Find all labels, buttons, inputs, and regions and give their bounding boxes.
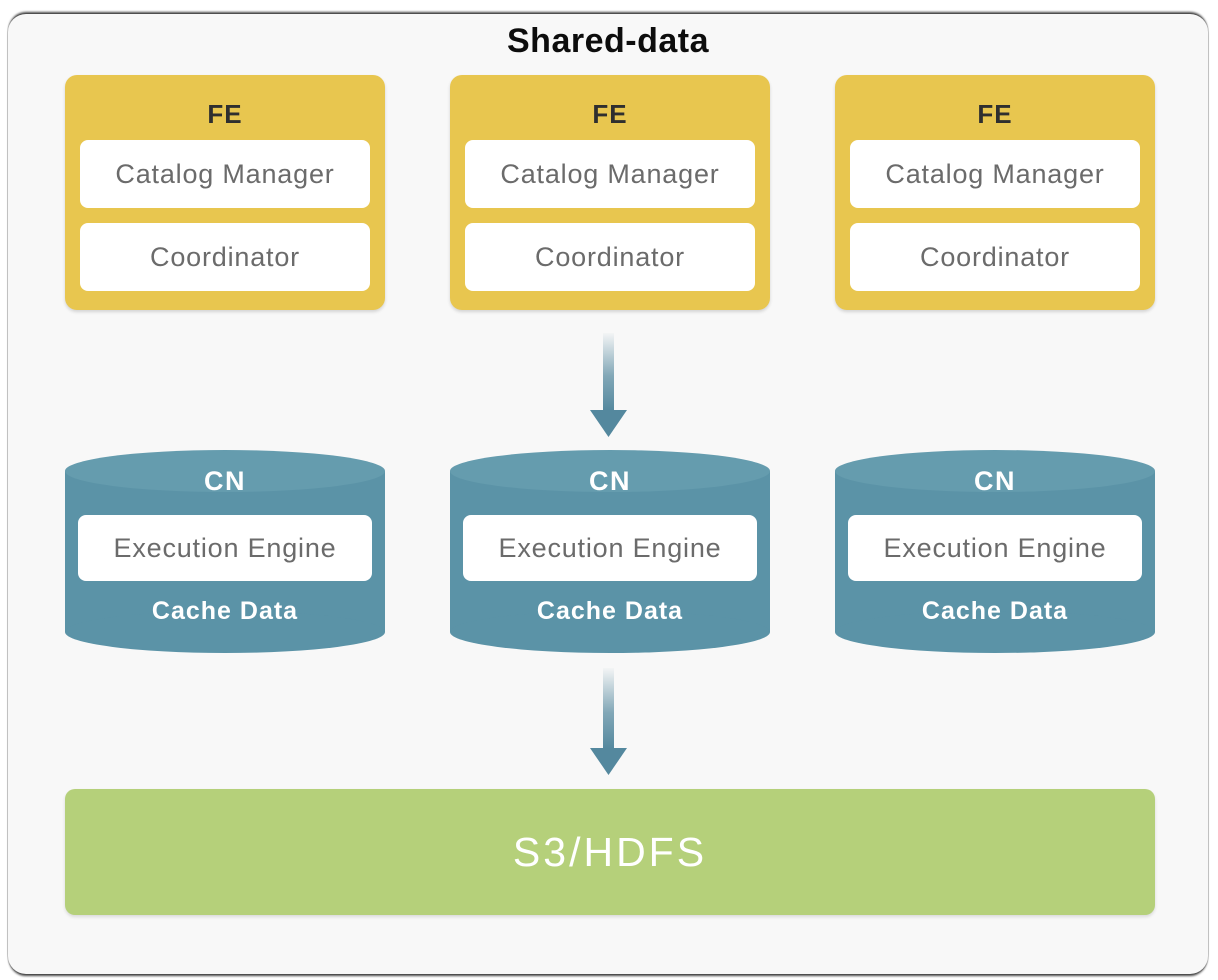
cn-to-storage-arrow-icon [590,668,627,775]
cn-node-label: CN [974,466,1016,496]
fe-to-cn-arrow-icon [590,333,627,437]
cache-data-label: Cache Data [151,597,299,625]
catalog-manager-box: Catalog Manager [465,140,755,208]
coordinator-box: Coordinator [80,223,370,291]
coordinator-box: Coordinator [465,223,755,291]
cache-data-label: Cache Data [536,597,684,625]
execution-engine-box: Execution Engine [848,515,1142,581]
storage-box: S3/HDFS [65,789,1155,915]
fe-node: FE Catalog Manager Coordinator [835,75,1155,310]
fe-node-label: FE [207,99,243,129]
fe-node-label: FE [592,99,628,129]
cn-node-label: CN [589,466,631,496]
cn-node: CN Execution Engine Cache Data [450,450,770,653]
coordinator-box: Coordinator [850,223,1140,291]
catalog-manager-box: Catalog Manager [80,140,370,208]
execution-engine-box: Execution Engine [78,515,372,581]
fe-node-label: FE [977,99,1013,129]
diagram-canvas: Shared-data FE Catalog Manager Coordinat… [8,14,1208,974]
fe-node: FE Catalog Manager Coordinator [450,75,770,310]
cn-node: CN Execution Engine Cache Data [835,450,1155,653]
cache-data-label: Cache Data [921,597,1069,625]
cn-node-label: CN [204,466,246,496]
storage-label: S3/HDFS [512,828,708,875]
catalog-manager-box: Catalog Manager [850,140,1140,208]
diagram-title: Shared-data [507,22,709,60]
cn-node: CN Execution Engine Cache Data [65,450,385,653]
fe-node: FE Catalog Manager Coordinator [65,75,385,310]
execution-engine-box: Execution Engine [463,515,757,581]
